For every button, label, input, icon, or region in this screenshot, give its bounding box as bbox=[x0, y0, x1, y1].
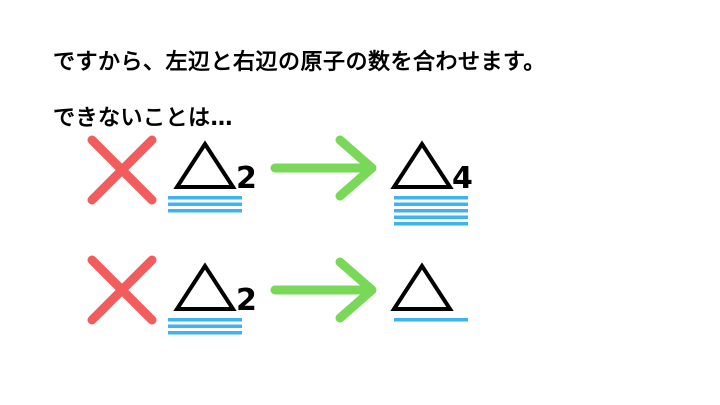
underline-bar bbox=[394, 318, 468, 322]
underline-left bbox=[168, 318, 242, 335]
subscript-left: 2 bbox=[236, 283, 257, 318]
triangle-icon bbox=[390, 140, 454, 189]
row-1: 2 4 bbox=[87, 135, 473, 226]
arrow-right-icon bbox=[270, 135, 377, 201]
cross-icon bbox=[87, 255, 157, 325]
triangle-icon bbox=[173, 140, 237, 189]
underline-bar bbox=[168, 318, 242, 322]
cannot-do-text: できないことは… bbox=[53, 106, 234, 131]
underline-bar bbox=[168, 331, 242, 335]
underline-right bbox=[394, 318, 468, 322]
underline-left bbox=[168, 196, 242, 213]
subscript-left: 2 bbox=[236, 161, 257, 196]
underline-right bbox=[394, 196, 468, 226]
cross-icon bbox=[87, 135, 157, 205]
underline-bar bbox=[394, 209, 468, 213]
underline-bar bbox=[168, 202, 242, 206]
underline-bar bbox=[168, 196, 242, 200]
underline-bar bbox=[394, 196, 468, 200]
underline-bar bbox=[394, 222, 468, 226]
underline-bar bbox=[168, 209, 242, 213]
underline-bar bbox=[394, 202, 468, 206]
underline-bar bbox=[168, 324, 242, 328]
row-2: 2 bbox=[87, 255, 468, 335]
underline-bar bbox=[394, 215, 468, 219]
triangle-icon bbox=[390, 262, 454, 311]
explanation-text: ですから、左辺と右辺の原子の数を合わせます。 bbox=[53, 50, 546, 75]
arrow-right-icon bbox=[270, 257, 377, 323]
subscript-right: 4 bbox=[452, 161, 473, 196]
triangle-icon bbox=[173, 262, 237, 311]
